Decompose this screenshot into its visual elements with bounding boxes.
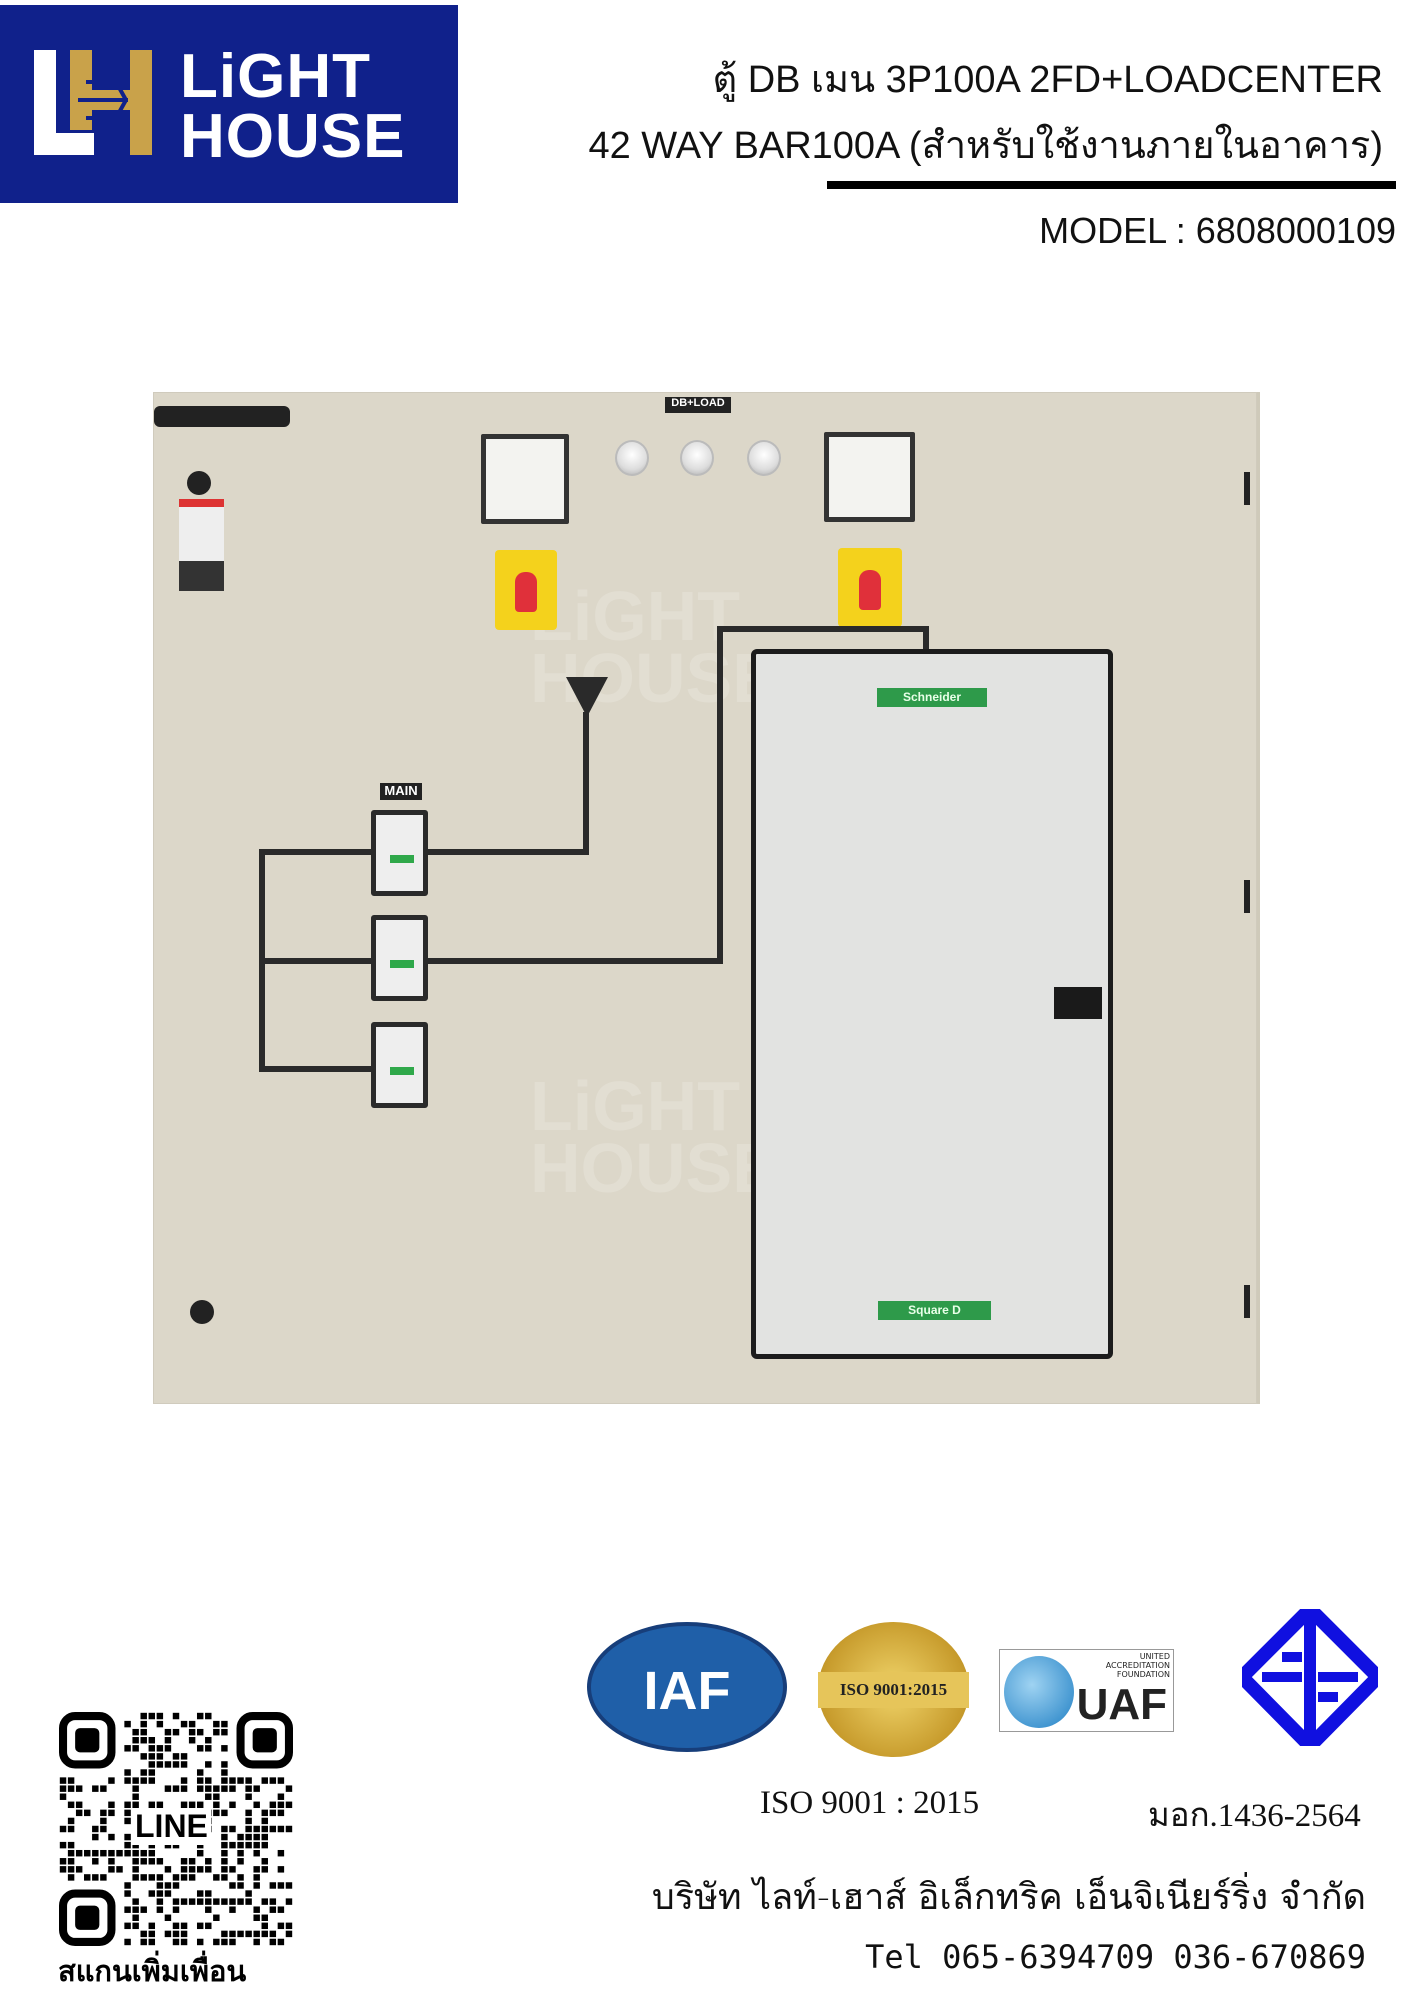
iso-certified-seal: ISO 9001:2015 bbox=[818, 1622, 969, 1757]
title-divider bbox=[827, 181, 1396, 189]
lighthouse-logo-icon bbox=[34, 50, 152, 155]
ammeter-selector-switch bbox=[838, 548, 902, 627]
pilot-lamp bbox=[680, 440, 714, 476]
voltage-selector-switch bbox=[495, 550, 557, 630]
line-qr-code[interactable] bbox=[59, 1712, 293, 1946]
indicator-dot bbox=[190, 1300, 214, 1324]
qr-line-label: LINE bbox=[132, 1808, 211, 1845]
hinge bbox=[1244, 472, 1250, 505]
panel-handle bbox=[154, 406, 290, 427]
tis-standard-text: มอก.1436-2564 bbox=[1148, 1798, 1361, 1834]
main-breaker-label: MAIN bbox=[380, 783, 422, 800]
loadcenter-brand-top: Schneider bbox=[877, 688, 987, 707]
iaf-logo: IAF bbox=[587, 1622, 787, 1752]
company-phone: Tel 065-6394709 036-670869 bbox=[865, 1938, 1366, 1976]
door-latch bbox=[1054, 987, 1102, 1019]
ammeter bbox=[824, 432, 915, 522]
product-title-line2: 42 WAY BAR100A (สำหรับใช้งานภายในอาคาร) bbox=[588, 125, 1383, 167]
brand-name-line2: HOUSE bbox=[180, 102, 406, 171]
pilot-lamp bbox=[615, 440, 649, 476]
warning-sign-icon bbox=[179, 499, 224, 591]
hinge bbox=[1244, 1285, 1250, 1318]
voltmeter bbox=[481, 434, 569, 524]
brand-name-line1: LiGHT bbox=[180, 42, 371, 111]
loadcenter-brand-bottom: Square D bbox=[878, 1301, 991, 1320]
incoming-triangle-icon bbox=[566, 677, 608, 717]
tis-logo-icon bbox=[1242, 1609, 1378, 1746]
hinge bbox=[1244, 880, 1250, 913]
feeder-breaker-1 bbox=[371, 915, 428, 1001]
uaf-logo: UNITED ACCREDITATION FOUNDATION UAF bbox=[999, 1649, 1174, 1732]
panel-top-label: DB+LOAD bbox=[665, 397, 731, 413]
iso-standard-text: ISO 9001 : 2015 bbox=[760, 1785, 980, 1821]
product-title-line1: ตู้ DB เมน 3P100A 2FD+LOADCENTER bbox=[712, 59, 1383, 101]
brand-logo: LiGHT HOUSE bbox=[0, 5, 458, 203]
loadcenter-door: Schneider Square D bbox=[751, 649, 1113, 1359]
main-breaker bbox=[371, 810, 428, 896]
company-name: บริษัท ไลท์-เฮาส์ อิเล็กทริค เอ็นจิเนียร… bbox=[651, 1877, 1366, 1918]
pilot-lamp bbox=[747, 440, 781, 476]
indicator-dot bbox=[187, 471, 211, 495]
feeder-breaker-2 bbox=[371, 1022, 428, 1108]
qr-caption: สแกนเพิ่มเพื่อน bbox=[58, 1954, 247, 1988]
model-number: MODEL : 6808000109 bbox=[1039, 210, 1396, 251]
